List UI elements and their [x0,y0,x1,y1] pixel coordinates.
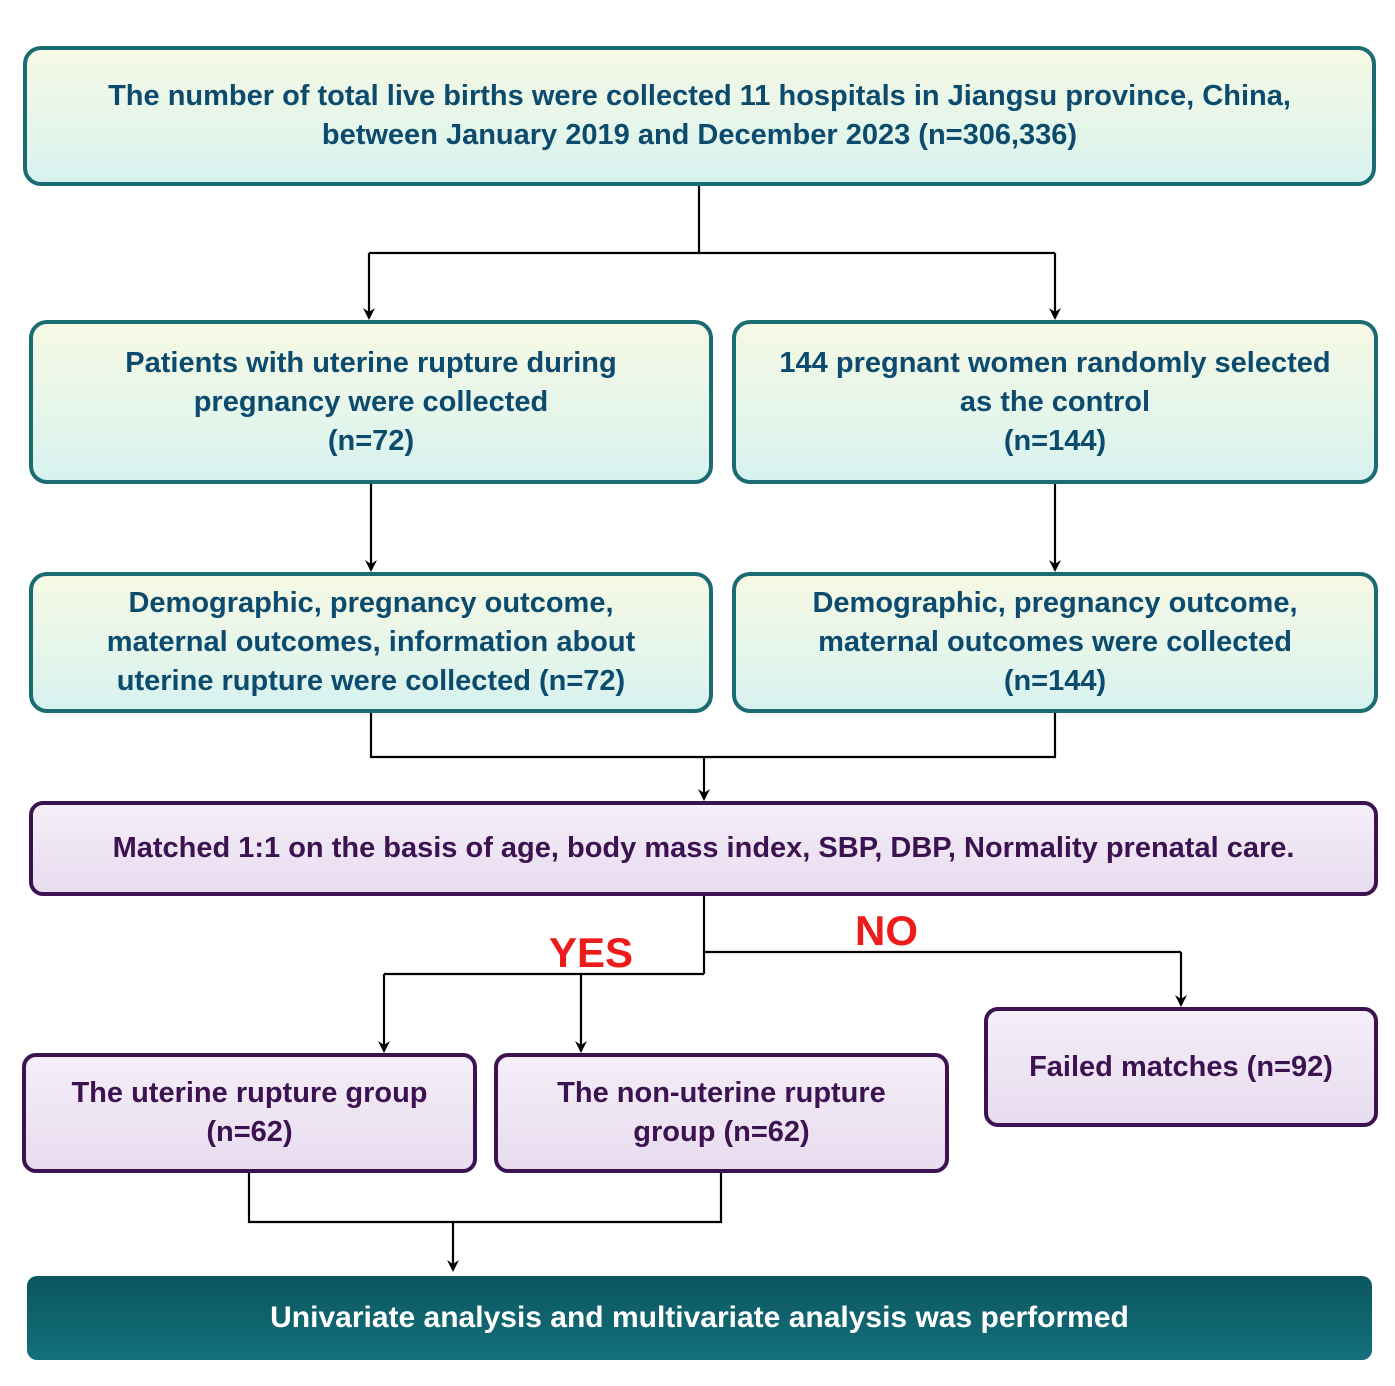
matching-criteria-box: Matched 1:1 on the basis of age, body ma… [29,801,1378,896]
uterine-rupture-patients-box: Patients with uterine rupture during pre… [29,320,713,484]
connector-merge [369,713,1057,759]
total-live-births-box: The number of total live births were col… [23,46,1376,186]
total-live-births-text: The number of total live births were col… [108,80,1291,151]
rupture-data-collection-text: Demographic, pregnancy outcome, maternal… [106,587,636,697]
no-label: NO [855,907,918,954]
uterine-rupture-group-box: The uterine rupture group (n=62) [22,1053,477,1173]
control-data-collection-text: Demographic, pregnancy outcome, maternal… [812,587,1298,697]
uterine-rupture-group-text: The uterine rupture group (n=62) [71,1077,428,1148]
non-uterine-rupture-group-box: The non-uterine rupture group (n=62) [494,1053,949,1173]
rupture-data-collection-box: Demographic, pregnancy outcome, maternal… [29,572,713,713]
control-data-collection-box: Demographic, pregnancy outcome, maternal… [732,572,1378,713]
control-women-box: 144 pregnant women randomly selected as … [732,320,1378,484]
non-uterine-rupture-group-text: The non-uterine rupture group (n=62) [557,1077,886,1148]
analysis-performed-box: Univariate analysis and multivariate ana… [27,1276,1372,1360]
connector-final-merge [247,1173,723,1224]
matching-criteria-text: Matched 1:1 on the basis of age, body ma… [112,832,1295,864]
control-women-text: 144 pregnant women randomly selected as … [779,346,1331,457]
failed-matches-box: Failed matches (n=92) [984,1007,1378,1127]
failed-matches-text: Failed matches (n=92) [1029,1050,1333,1083]
yes-label: YES [549,929,634,976]
uterine-rupture-patients-text: Patients with uterine rupture during pre… [125,346,617,457]
analysis-performed-text: Univariate analysis and multivariate ana… [270,1301,1129,1334]
